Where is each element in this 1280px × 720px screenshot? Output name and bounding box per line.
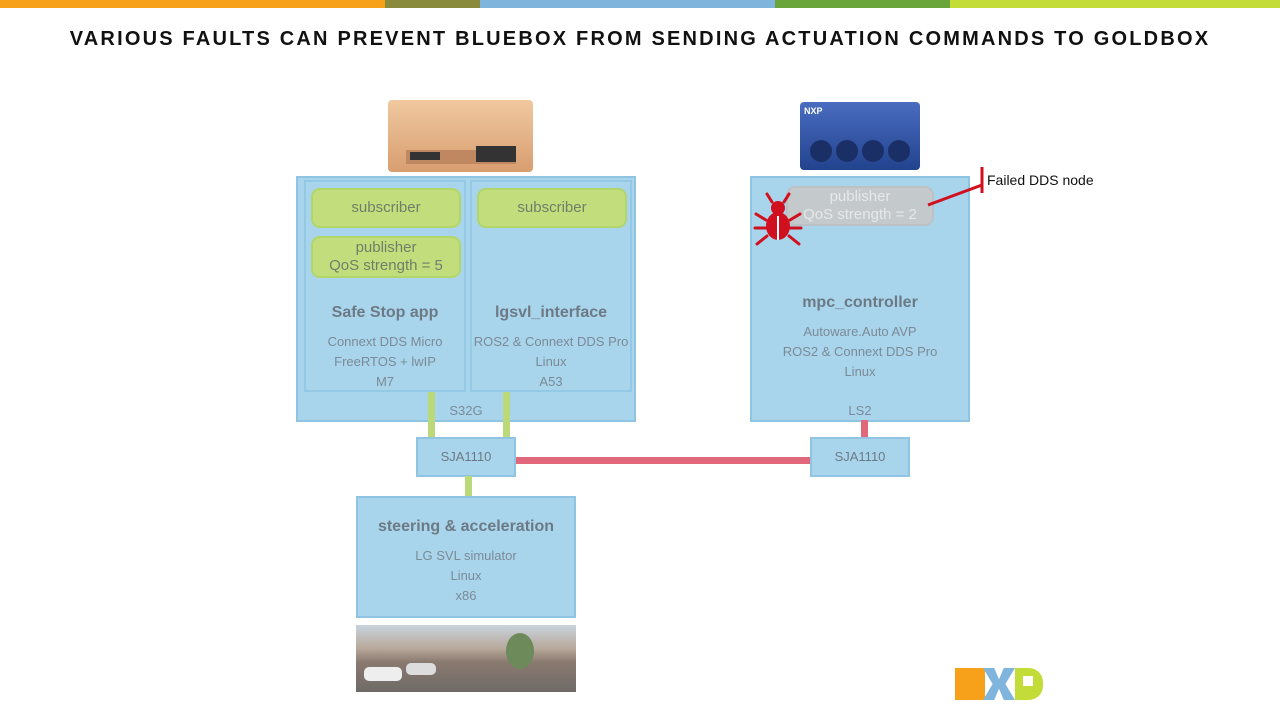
subscriber-pill: subscriber xyxy=(311,188,461,228)
os-line: Linux xyxy=(535,354,567,369)
accent-bar-olive xyxy=(385,0,480,8)
accent-bar-orange xyxy=(0,0,385,8)
publisher-label: publisher xyxy=(355,239,417,256)
bluebox-device-image: NXP xyxy=(800,102,920,170)
slide-title: VARIOUS FAULTS CAN PREVENT BLUEBOX FROM … xyxy=(69,28,1211,50)
nxp-device-logo: NXP xyxy=(804,106,823,116)
goldbox-s32g: subscriber publisher QoS strength = 5 Sa… xyxy=(296,176,636,422)
app-name: mpc_controller xyxy=(802,294,918,311)
arch-line: x86 xyxy=(455,588,477,603)
core-line: A53 xyxy=(539,374,563,389)
link-switches xyxy=(516,457,810,464)
link-ls2 xyxy=(861,420,868,438)
os-line: Linux xyxy=(844,364,876,379)
safe-stop-app: subscriber publisher QoS strength = 5 Sa… xyxy=(304,180,466,392)
nxp-logo xyxy=(955,668,1045,700)
app-name: lgsvl_interface xyxy=(494,304,608,321)
sim-line: LG SVL simulator xyxy=(415,548,517,563)
simulator-host: steering & acceleration LG SVL simulator… xyxy=(356,496,576,618)
ros-line: ROS2 & Connext DDS Pro xyxy=(782,344,938,359)
failed-publisher-pill: publisher QoS strength = 2 xyxy=(786,186,934,226)
accent-bar-blue xyxy=(480,0,775,8)
publisher-label: publisher xyxy=(829,188,891,205)
subscriber-pill: subscriber xyxy=(477,188,627,228)
qos-label: QoS strength = 5 xyxy=(329,257,443,274)
board-label: LS2 xyxy=(848,403,872,418)
failed-dds-node-annotation: Failed DDS node xyxy=(987,172,1094,188)
qos-label: QoS strength = 2 xyxy=(803,206,917,223)
link-lgsvl xyxy=(503,392,510,438)
switch-right: SJA1110 xyxy=(810,437,910,477)
goldbox-device-image xyxy=(388,100,533,172)
simulator-screenshot xyxy=(356,625,576,692)
stack-line: ROS2 & Connext DDS Pro xyxy=(473,334,629,349)
accent-bar-green xyxy=(775,0,950,8)
publisher-pill: publisher QoS strength = 5 xyxy=(311,236,461,278)
core-line: M7 xyxy=(375,374,395,389)
stack-line: Connext DDS Micro xyxy=(327,334,443,349)
annotation-callout-line xyxy=(927,167,984,207)
bug-icon xyxy=(753,192,803,246)
os-line: FreeRTOS + lwIP xyxy=(334,354,436,369)
app-name: Safe Stop app xyxy=(331,304,439,321)
os-line: Linux xyxy=(450,568,482,583)
host-name: steering & acceleration xyxy=(377,518,555,535)
link-simulator xyxy=(465,476,472,496)
switch-left: SJA1110 xyxy=(416,437,516,477)
board-label: S32G xyxy=(449,403,483,418)
link-safe-stop xyxy=(428,392,435,438)
accent-bar-lime xyxy=(950,0,1280,8)
stack-line: Autoware.Auto AVP xyxy=(803,324,917,339)
bluebox-ls2: publisher QoS strength = 2 mpc_controlle… xyxy=(750,176,970,422)
lgsvl-interface: subscriber lgsvl_interface ROS2 & Connex… xyxy=(470,180,632,392)
